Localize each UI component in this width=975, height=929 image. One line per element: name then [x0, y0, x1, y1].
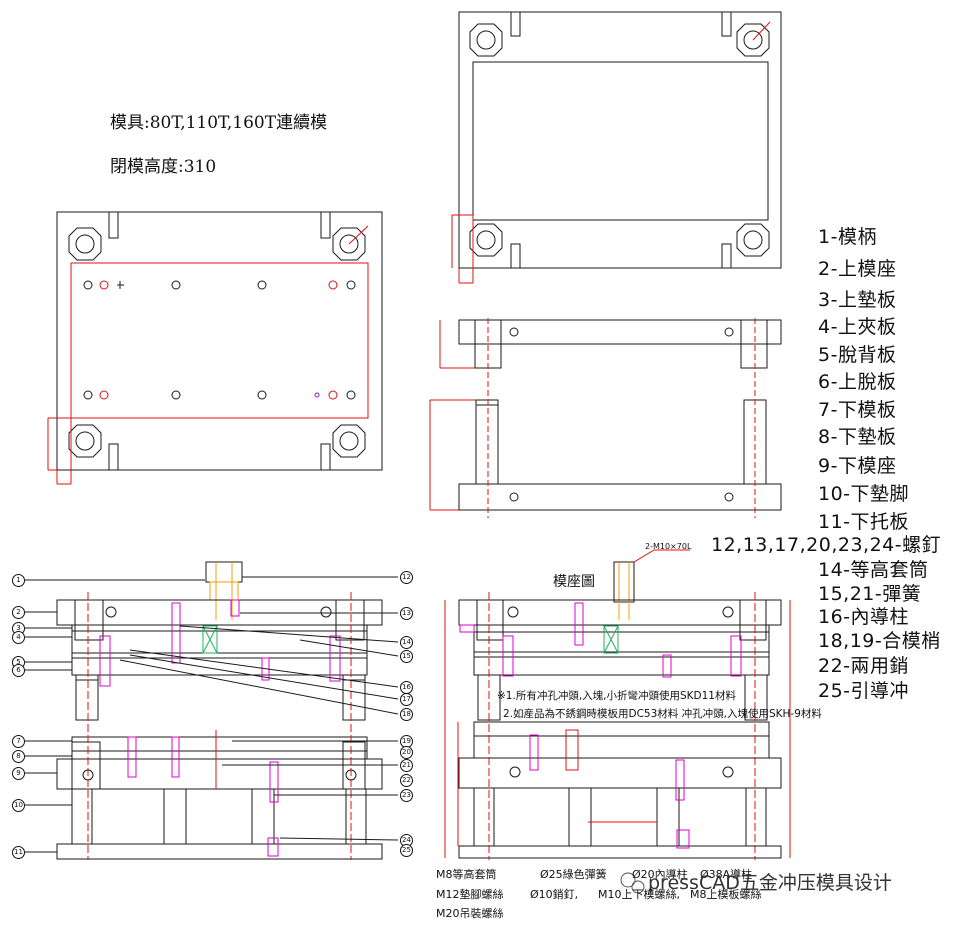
lower-plan-dims	[451, 21, 771, 284]
plan-inner-red	[70, 262, 369, 419]
balloon-25: 25	[400, 844, 413, 857]
guide-bushing-icon	[68, 227, 366, 458]
die-seat-section	[444, 549, 791, 860]
bolt-icon	[108, 211, 331, 471]
assembly-section-left	[25, 561, 399, 860]
balloon-13: 13	[400, 607, 413, 620]
balloon-9: 9	[12, 767, 25, 780]
section-title: 模座圖	[553, 574, 595, 590]
legend-item: 25-引導冲	[818, 680, 910, 702]
balloon-17: 17	[400, 693, 413, 706]
legend-item: 2-上模座	[818, 258, 897, 280]
bottom-note: M10上下模螺絲,	[598, 888, 680, 901]
leader-lines	[25, 576, 399, 853]
lower-base-plate	[56, 843, 383, 860]
bottom-note: Ø20內導柱	[632, 868, 688, 881]
balloon-19: 19	[400, 735, 413, 748]
side-view-dims	[429, 318, 756, 518]
plan-outline	[56, 211, 383, 471]
legend-item: 4-上夾板	[818, 316, 897, 338]
balloon-15: 15	[400, 650, 413, 663]
legend-item: 18,19-合模梢	[818, 630, 941, 652]
center-lines	[87, 592, 352, 860]
note-line: 2.如産品為不銹鋼時模板用DC53材料 冲孔冲頭,入塊使用SKH-9材料	[503, 708, 822, 720]
legend-item: 15,21-彈簧	[818, 583, 922, 605]
legend-item: 16-內導柱	[818, 606, 910, 628]
lower-plan-outline	[458, 11, 782, 269]
lower-die-seat	[56, 758, 383, 790]
shut-height-label: 閉模高度:310	[110, 157, 217, 177]
plan-dim-lines	[47, 225, 369, 485]
bottom-note: Ø38A導柱	[700, 868, 753, 881]
balloon-21: 21	[400, 759, 413, 772]
lower-plan-window	[472, 61, 769, 221]
upper-plan-view	[47, 211, 383, 485]
die-set-side-view	[429, 318, 782, 518]
legend-item: 1-模柄	[818, 226, 877, 248]
balloon-1: 1	[12, 574, 25, 587]
balloon-7: 7	[12, 735, 25, 748]
bottom-note: Ø10銷釘,	[530, 888, 579, 901]
callout-label: 2-M10×70L	[645, 542, 692, 551]
legend-item: 9-下模座	[818, 455, 897, 477]
bottom-note: M8等高套筒	[436, 868, 497, 881]
bolt-icon	[510, 11, 732, 269]
balloon-12: 12	[400, 571, 413, 584]
legend-item: 14-等高套筒	[818, 559, 929, 581]
balloon-10: 10	[12, 799, 25, 812]
wechat-logo-icon	[620, 872, 645, 894]
guide-bushing-icon	[469, 23, 770, 257]
legend-item: 6-上脫板	[818, 371, 897, 393]
legend-item: 8-下墊板	[818, 426, 897, 448]
bottom-note: M20吊裝螺絲	[436, 907, 504, 920]
legend-item: 10-下墊脚	[818, 483, 910, 505]
lower-plan-view	[451, 11, 782, 284]
balloon-4: 4	[12, 631, 25, 644]
legend-item: 3-上墊板	[818, 289, 897, 311]
balloon-22: 22	[400, 774, 413, 787]
bottom-note: Ø25綠色彈簧	[540, 868, 607, 881]
seat-dims	[444, 592, 791, 860]
legend-item: 12,13,17,20,23,24-螺釘	[711, 534, 942, 556]
bottom-note: M12墊腳螺絲	[436, 888, 504, 901]
legend-item: 7-下模板	[818, 399, 897, 421]
balloon-23: 23	[400, 789, 413, 802]
screw-hole-icon	[83, 280, 356, 400]
die-type-label: 模具:80T,110T,160T連續模	[110, 113, 328, 133]
balloon-11: 11	[12, 846, 25, 859]
balloon-18: 18	[400, 708, 413, 721]
legend-item: 5-脫背板	[818, 344, 897, 366]
watermark: pressCAD五金冲压模具设计	[648, 872, 892, 894]
balloon-8: 8	[12, 750, 25, 763]
bottom-note: M8上模板螺絲	[690, 888, 762, 901]
note-line: ※1.所有冲孔冲頭,入塊,小折彎冲頭使用SKD11材料	[497, 690, 736, 702]
screw-icon	[459, 602, 742, 849]
legend-item: 22-兩用銷	[818, 655, 910, 677]
legend-item: 11-下托板	[818, 511, 910, 533]
pilot-icon	[603, 625, 619, 654]
balloon-20: 20	[400, 746, 413, 759]
balloon-6: 6	[12, 664, 25, 677]
balloon-2: 2	[12, 606, 25, 619]
screw-icon	[99, 599, 341, 857]
balloon-14: 14	[400, 636, 413, 649]
pilot-icon	[202, 625, 218, 654]
